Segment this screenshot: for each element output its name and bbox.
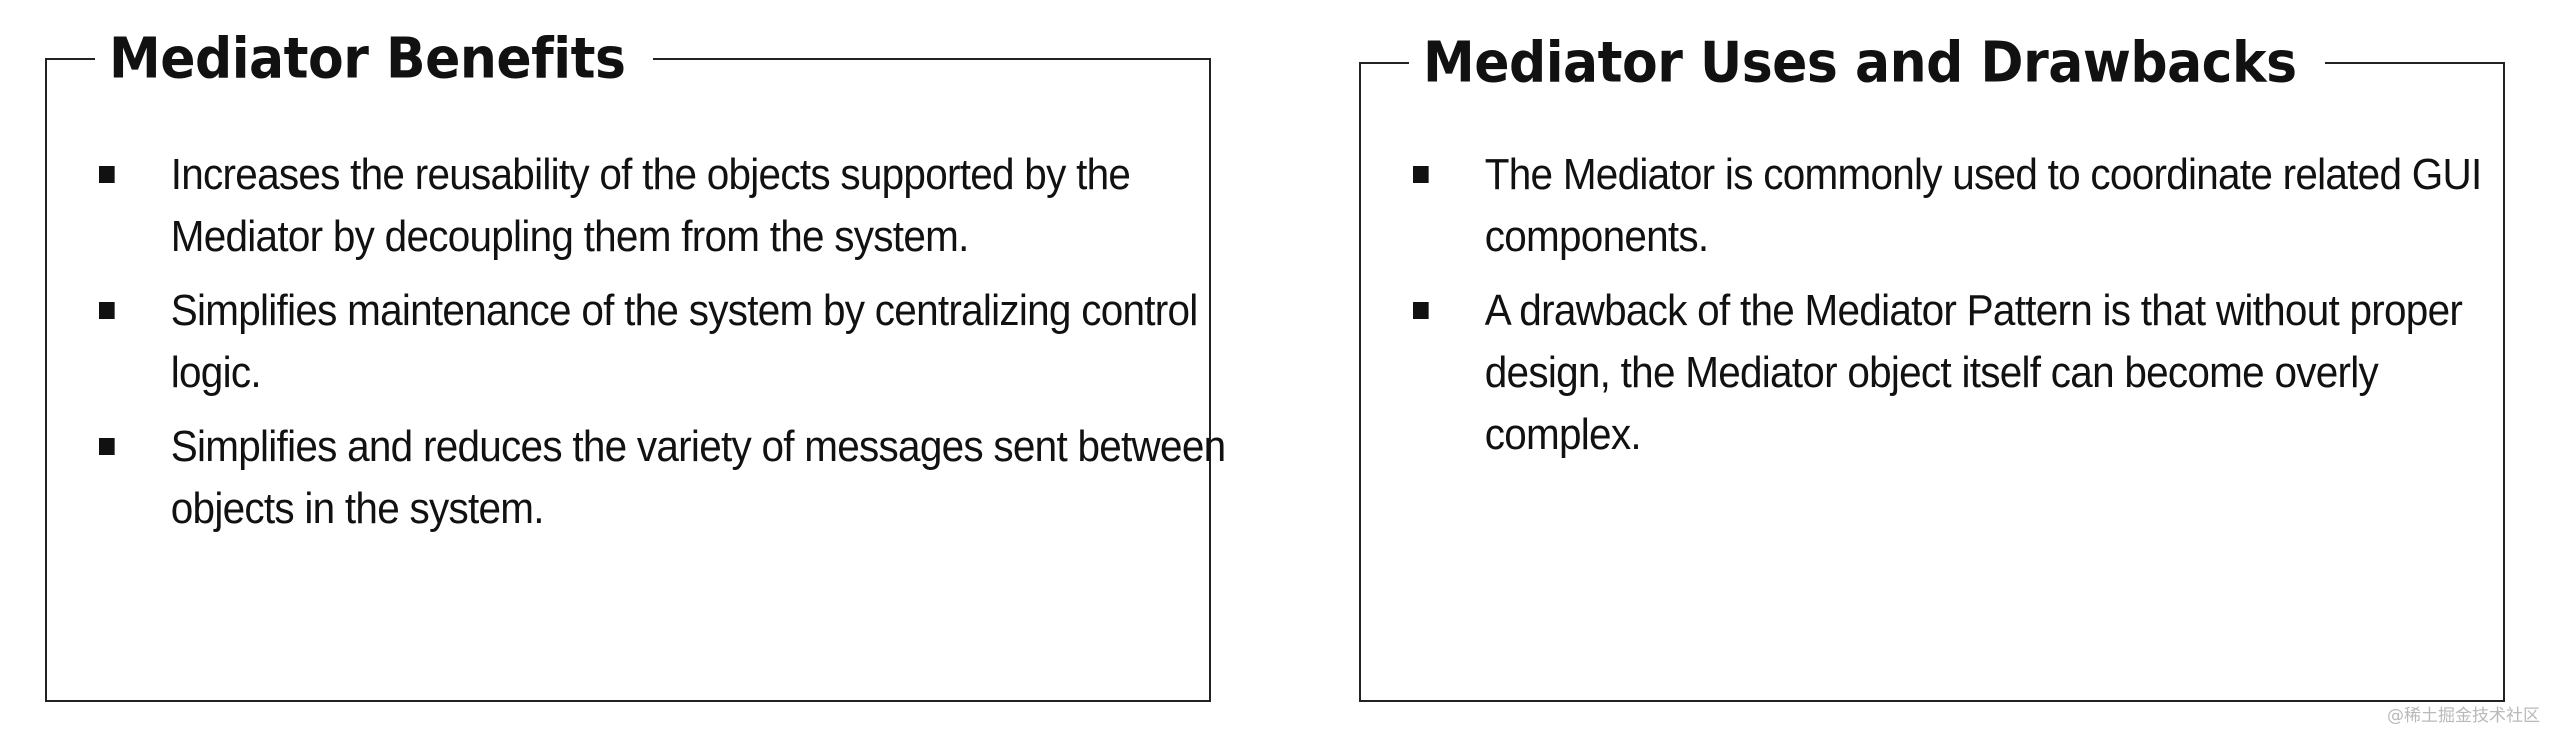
list-item-text: The Mediator is commonly used to coordin… <box>1484 150 2482 261</box>
square-bullet-icon <box>99 302 115 319</box>
benefits-list: Increases the reusability of the objects… <box>99 144 1226 552</box>
list-item-text: Simplifies and reduces the variety of me… <box>170 422 1226 533</box>
watermark: @稀土掘金技术社区 <box>2387 706 2540 726</box>
uses-drawbacks-panel: Mediator Uses and Drawbacks The Mediator… <box>1359 27 2505 702</box>
list-item: The Mediator is commonly used to coordin… <box>1413 144 2534 268</box>
square-bullet-icon <box>99 166 115 183</box>
square-bullet-icon <box>1413 166 1429 183</box>
list-item-text: Increases the reusability of the objects… <box>170 150 1131 261</box>
uses-drawbacks-title: Mediator Uses and Drawbacks <box>1409 27 2325 99</box>
list-item: A drawback of the Mediator Pattern is th… <box>1413 280 2534 466</box>
square-bullet-icon <box>1413 302 1429 319</box>
benefits-panel: Mediator Benefits Increases the reusabil… <box>45 23 1226 702</box>
square-bullet-icon <box>99 438 115 455</box>
list-item-text: Simplifies maintenance of the system by … <box>170 286 1199 397</box>
list-item: Increases the reusability of the objects… <box>99 144 1229 268</box>
list-item-text: A drawback of the Mediator Pattern is th… <box>1484 286 2463 459</box>
uses-drawbacks-list: The Mediator is commonly used to coordin… <box>1413 144 2482 478</box>
list-item: Simplifies and reduces the variety of me… <box>99 416 1229 540</box>
benefits-title: Mediator Benefits <box>95 23 654 95</box>
list-item: Simplifies maintenance of the system by … <box>99 280 1229 404</box>
